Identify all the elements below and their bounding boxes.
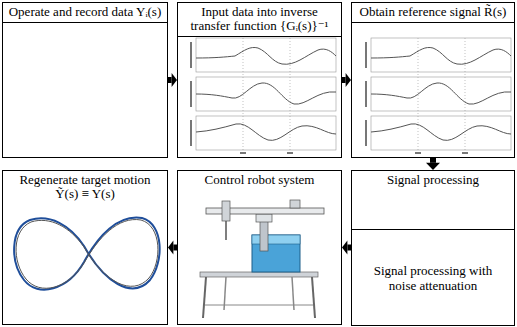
step-heading: Operate and record data Yᵢ(s) bbox=[3, 3, 167, 23]
flow-arrow bbox=[426, 158, 440, 170]
reference-plots bbox=[365, 38, 511, 154]
trajectory-curve bbox=[14, 218, 160, 290]
step-heading: Obtain reference signal R̃(s) bbox=[352, 3, 514, 23]
process-box: Input data into inverse transfer functio… bbox=[177, 2, 342, 158]
step-heading: Signal processing bbox=[352, 171, 514, 190]
joint-plots bbox=[190, 38, 336, 154]
flow-arrow bbox=[168, 73, 177, 87]
robot-illustration bbox=[200, 200, 324, 318]
process-box: Signal processingSignal processing with … bbox=[351, 170, 515, 326]
step-heading: Input data into inverse transfer functio… bbox=[178, 3, 341, 37]
process-box: Regenerate target motion Ỹ(s) ≡ Y(s) bbox=[2, 170, 168, 325]
step-text: Signal processing with noise attenuation bbox=[352, 261, 514, 295]
step-heading: Control robot system bbox=[178, 171, 341, 190]
flow-arrow bbox=[168, 241, 177, 255]
flow-arrow bbox=[342, 73, 351, 87]
process-box: Operate and record data Yᵢ(s) bbox=[2, 2, 168, 158]
process-box: Control robot system bbox=[177, 170, 342, 325]
step-heading: Regenerate target motion Ỹ(s) ≡ Y(s) bbox=[3, 171, 167, 204]
sub-panel: Signal processing with noise attenuation bbox=[352, 229, 514, 325]
process-box: Obtain reference signal R̃(s) bbox=[351, 2, 515, 158]
flow-arrow bbox=[342, 241, 351, 255]
